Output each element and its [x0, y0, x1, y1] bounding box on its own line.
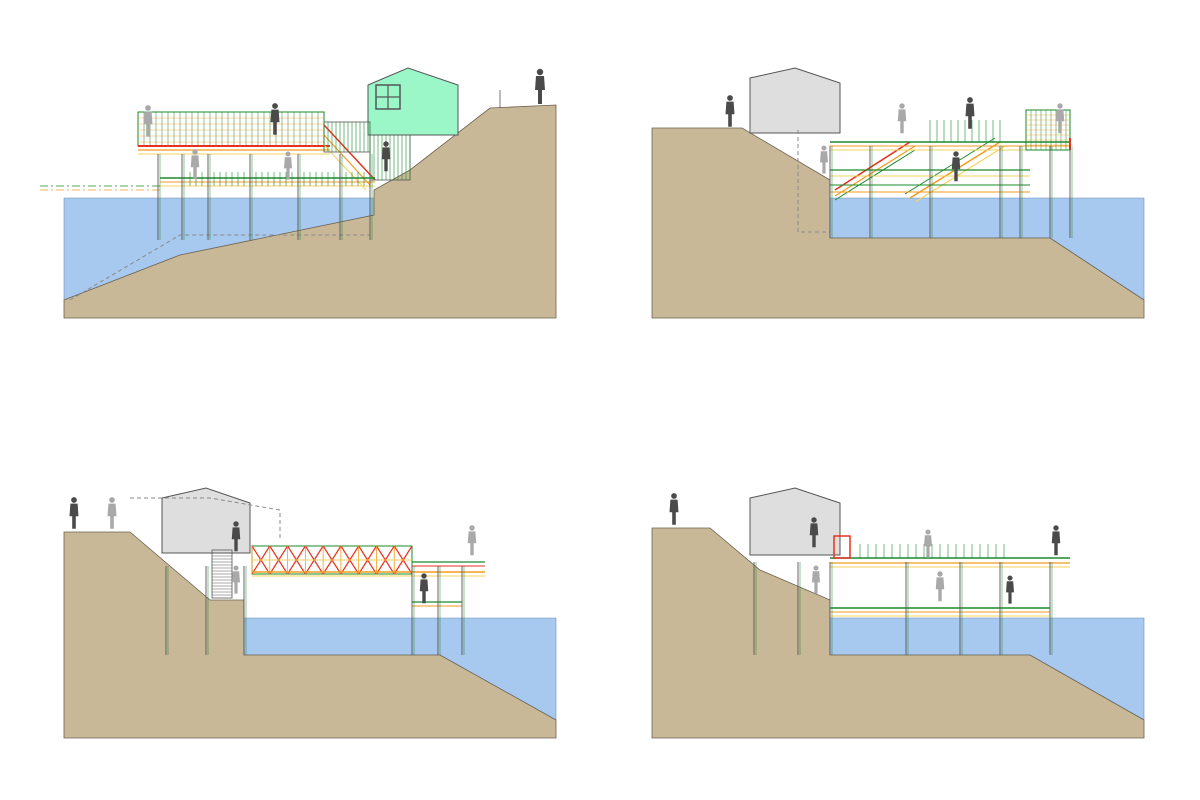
- ramp-stairs: [323, 121, 376, 191]
- person-figure: [924, 529, 932, 558]
- entry-stair-block: [211, 549, 233, 599]
- buried-foundation-outline: [69, 234, 370, 301]
- person-figure: [190, 149, 200, 180]
- pile-columns: [157, 154, 373, 240]
- person-figure: [143, 105, 153, 137]
- person-figure: [284, 151, 292, 180]
- person-figure: [725, 95, 735, 127]
- dashed-roof-outline: [130, 497, 281, 540]
- person-figure: [1055, 103, 1065, 134]
- person-figure: [1051, 525, 1061, 556]
- lower-deck-scaffold: [160, 172, 375, 187]
- section-panel-3: [30, 470, 570, 750]
- person-figure: [381, 141, 391, 172]
- person-figure: [669, 493, 679, 525]
- truss-bridge: [251, 545, 485, 577]
- person-figure: [812, 565, 820, 594]
- person-figure: [965, 97, 975, 129]
- upper-deck-scaffold: [137, 111, 330, 155]
- person-figure: [897, 103, 907, 134]
- person-figure: [820, 145, 828, 174]
- house-outline: [749, 67, 841, 134]
- section-panel-4: [630, 470, 1170, 750]
- person-figure: [935, 571, 945, 602]
- pile-columns: [165, 566, 465, 655]
- pile-columns: [753, 562, 1053, 655]
- person-figure: [419, 573, 429, 604]
- ground-section: [651, 527, 1145, 739]
- person-figure: [231, 521, 241, 552]
- highlighted-house: [367, 67, 459, 136]
- person-figure: [1006, 575, 1014, 604]
- end-platform: [412, 561, 485, 607]
- house-outline: [749, 487, 841, 556]
- ground-section: [63, 531, 557, 739]
- section-panel-1: [30, 50, 570, 330]
- person-figure: [232, 565, 240, 594]
- end-tower-scaffold: [1025, 109, 1071, 151]
- person-figure: [107, 497, 117, 529]
- pile-columns: [829, 146, 1073, 238]
- person-figure: [467, 525, 477, 556]
- upper-platform: [830, 535, 1070, 568]
- person-figure: [270, 103, 280, 135]
- house-outline: [161, 487, 251, 554]
- retaining-outline: [797, 130, 830, 233]
- person-figure: [69, 497, 79, 529]
- person-figure: [535, 68, 545, 104]
- person-figure: [951, 151, 961, 182]
- lower-platform: [830, 607, 1050, 617]
- person-figure: [809, 517, 819, 548]
- section-panel-2: [630, 50, 1170, 330]
